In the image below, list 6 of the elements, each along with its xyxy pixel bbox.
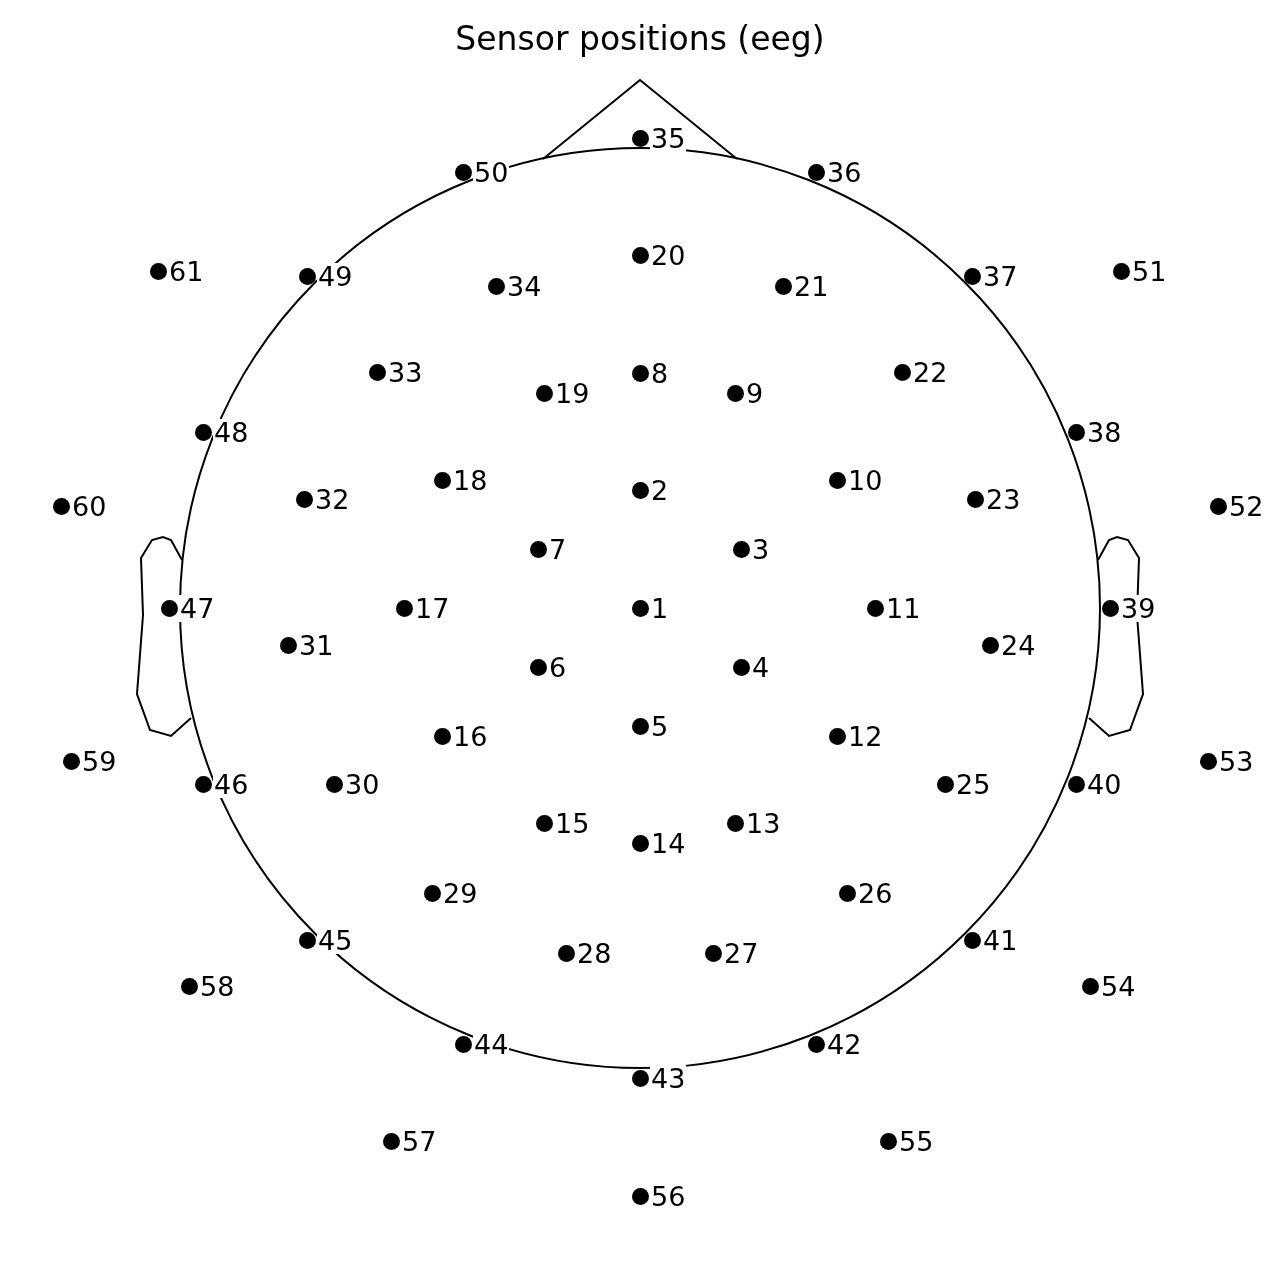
plot-title: Sensor positions (eeg) [455,19,825,58]
sensor-number: 35 [650,125,687,152]
sensor-number: 39 [1120,595,1157,622]
sensor-number: 45 [317,927,354,954]
sensor-number: 46 [213,771,250,798]
sensor-number: 47 [179,595,216,622]
